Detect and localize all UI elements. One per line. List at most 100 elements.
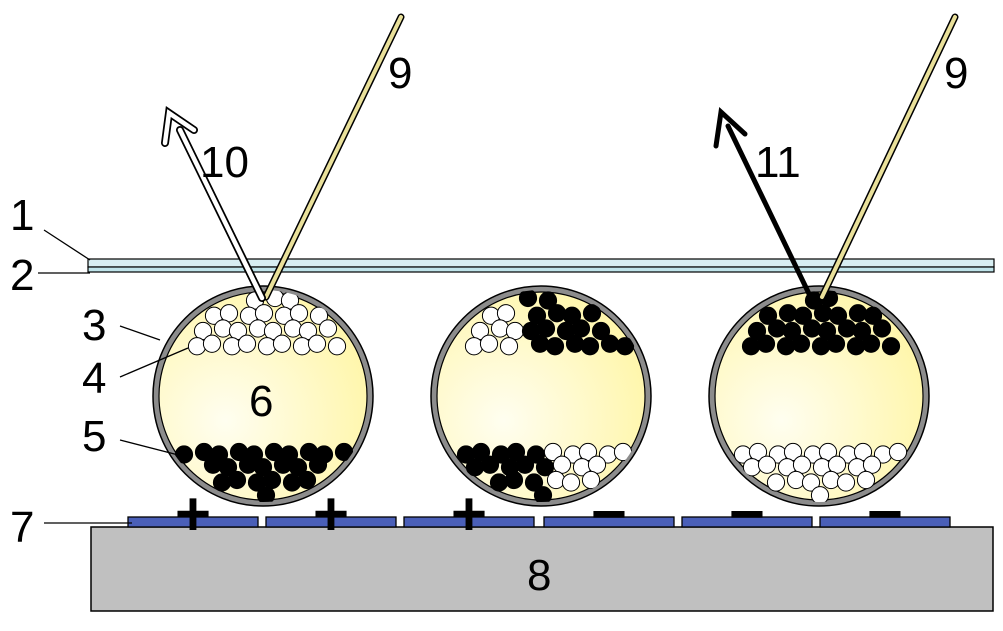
white-particle <box>836 473 856 492</box>
black-particle <box>778 304 798 323</box>
white-particle <box>587 455 607 474</box>
black-particle <box>756 334 776 353</box>
black-particle <box>791 334 811 353</box>
black-particle <box>489 473 509 492</box>
incident-light-ray-left <box>262 13 405 301</box>
white-particle <box>464 337 484 356</box>
white-particle <box>283 319 303 338</box>
white-particle <box>792 455 812 474</box>
polarity-sign: − <box>867 480 903 549</box>
black-particle <box>793 306 813 325</box>
white-particle <box>257 337 277 356</box>
white-particle <box>546 470 566 490</box>
black-particle <box>515 455 535 474</box>
black-particle <box>811 337 831 356</box>
black-particle <box>582 304 602 323</box>
black-particle <box>861 334 881 353</box>
black-particle <box>334 442 354 462</box>
electrode-segment <box>403 516 535 528</box>
white-particle <box>496 304 516 323</box>
white-particle <box>479 334 499 353</box>
white-particle <box>810 486 830 502</box>
white-particle <box>219 304 239 323</box>
black-particle <box>837 319 857 338</box>
white-particle <box>821 470 841 490</box>
leader-lines <box>38 229 191 524</box>
white-particle <box>272 334 292 353</box>
black-particle <box>238 455 258 474</box>
white-particle <box>289 304 309 323</box>
white-particle <box>307 334 327 353</box>
black-particle <box>846 337 866 356</box>
electrode-segment <box>127 516 259 528</box>
black-particle <box>518 290 538 308</box>
black-particle <box>872 319 892 338</box>
label-dark-light: 11 <box>755 138 801 187</box>
white-particle <box>888 442 908 462</box>
label-fluid: 6 <box>249 377 273 426</box>
black-particle <box>813 304 833 323</box>
black-particle <box>615 337 635 356</box>
black-particle <box>273 455 293 474</box>
black-particle <box>828 306 848 325</box>
label-electrode-layer: 2 <box>10 251 34 300</box>
label-reflected-light: 10 <box>200 138 249 187</box>
white-particle <box>856 470 876 490</box>
white-particle <box>318 319 338 338</box>
white-particle <box>254 304 274 323</box>
white-particle <box>786 470 806 490</box>
label-capsule-shell: 3 <box>82 301 106 350</box>
polarity-sign: + <box>313 480 349 549</box>
white-particle <box>222 337 242 356</box>
electrode-segment <box>819 516 951 528</box>
black-particle <box>308 455 328 474</box>
label-top-sheet: 1 <box>10 191 34 240</box>
electrode-segment <box>265 516 397 528</box>
white-particle <box>561 473 581 492</box>
white-particle <box>187 337 207 356</box>
white-particle <box>213 319 233 338</box>
black-particle <box>538 291 558 310</box>
reflected-light-arrow <box>161 106 266 302</box>
black-particle <box>863 306 883 325</box>
black-particle <box>536 319 556 338</box>
black-particle <box>480 455 500 474</box>
particle-group <box>174 290 354 502</box>
label-substrate: 8 <box>527 551 551 600</box>
black-particle <box>524 473 544 492</box>
substrate <box>90 526 994 612</box>
white-particle <box>757 455 777 474</box>
white-particle <box>292 337 312 356</box>
white-particle <box>202 334 222 353</box>
white-particle <box>766 473 786 492</box>
white-particle <box>309 306 329 325</box>
top-sheet <box>87 258 995 268</box>
capsule-white-up <box>152 285 374 507</box>
white-particle <box>581 470 601 490</box>
black-particle <box>547 304 567 323</box>
black-particle <box>227 470 247 490</box>
electrode-segment <box>681 516 813 528</box>
white-particle <box>237 334 257 353</box>
black-particle <box>212 473 232 492</box>
white-particle <box>827 455 847 474</box>
capsule-black-up <box>708 285 930 507</box>
white-particle <box>801 473 821 492</box>
polarity-sign: − <box>729 480 765 549</box>
label-white-particles: 4 <box>82 354 106 403</box>
white-particle <box>552 455 572 474</box>
white-particle <box>543 442 563 462</box>
black-particle <box>848 304 868 323</box>
bottom-electrodes <box>127 516 951 528</box>
black-particle <box>600 334 620 353</box>
black-particle <box>881 337 901 356</box>
label-incident-light-left: 9 <box>388 49 412 98</box>
white-particle <box>499 337 519 356</box>
black-particle <box>758 306 778 325</box>
polarity-sign: + <box>451 480 487 549</box>
black-particle <box>591 321 611 341</box>
black-particle <box>533 486 553 502</box>
label-incident-light-right: 9 <box>944 49 968 98</box>
